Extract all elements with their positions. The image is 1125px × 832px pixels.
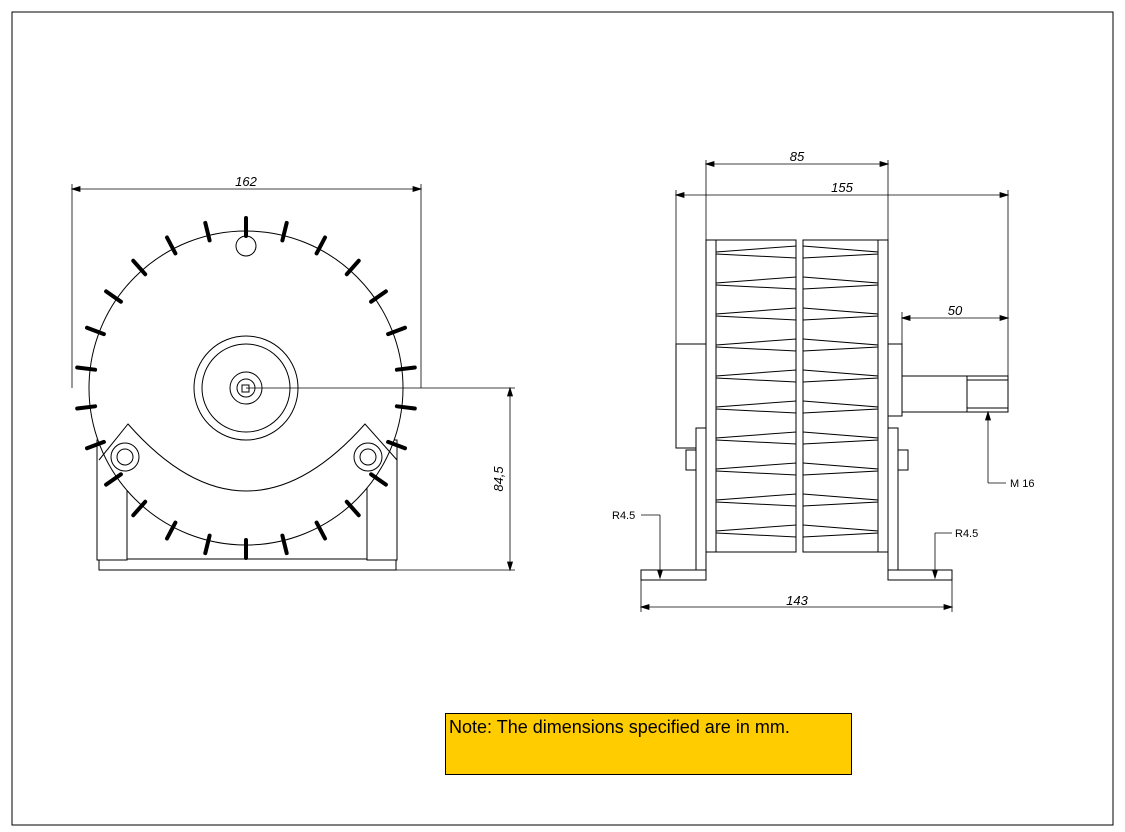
fin <box>394 365 417 372</box>
side-view <box>640 239 1009 581</box>
fin <box>85 325 106 337</box>
label-fillet-right: R4.5 <box>955 528 978 540</box>
mount-hole-right-inner <box>359 448 377 466</box>
fin <box>344 258 361 277</box>
bracket-wedge <box>98 423 398 492</box>
front-view <box>75 216 417 571</box>
thread-section <box>966 375 1009 413</box>
mount-hole-left-inner <box>116 448 134 466</box>
side-dimensions <box>639 160 1010 612</box>
fin <box>85 439 106 451</box>
side-fin <box>715 462 797 476</box>
side-fin <box>802 276 879 290</box>
front-dimensions <box>70 184 515 572</box>
side-fin <box>715 400 797 414</box>
side-fin <box>715 493 797 507</box>
side-fin <box>802 338 879 352</box>
mount-hole-right-outer <box>353 442 383 472</box>
dim-overall-width: 162 <box>235 174 257 189</box>
fin <box>104 289 123 304</box>
side-fin <box>715 338 797 352</box>
dim-shaft-length: 50 <box>948 303 963 318</box>
note-text: Note: The dimensions specified are in mm… <box>449 717 790 737</box>
bolt-right <box>897 449 909 471</box>
mount-hole-left-outer <box>110 442 140 472</box>
foot-right-horizontal <box>887 569 953 581</box>
sheet-border <box>11 11 1114 826</box>
shaft-key <box>241 384 250 393</box>
fin <box>386 325 407 337</box>
fin <box>394 404 417 411</box>
side-fin <box>802 369 879 383</box>
label-fillet-left: R4.5 <box>612 510 635 522</box>
fin <box>369 289 388 304</box>
foot-left-vertical <box>695 427 707 579</box>
front-base-plate <box>98 558 397 571</box>
fin <box>104 472 123 487</box>
fin <box>131 258 148 277</box>
cooling-fins <box>75 216 417 560</box>
label-thread: M 16 <box>1010 478 1034 490</box>
fin <box>203 533 212 556</box>
side-fin <box>715 524 797 538</box>
fin <box>280 533 289 556</box>
fin <box>280 220 289 243</box>
bolt-left <box>685 449 697 471</box>
fin <box>165 520 178 541</box>
side-fin <box>715 276 797 290</box>
fin <box>344 499 361 518</box>
dim-overall-length: 155 <box>831 180 853 195</box>
fin <box>386 439 407 451</box>
side-fin <box>802 307 879 321</box>
fin <box>314 520 327 541</box>
side-fin <box>802 245 879 259</box>
flange-plate <box>887 343 903 417</box>
fin <box>75 365 98 372</box>
dimension-note: Note: The dimensions specified are in mm… <box>445 713 852 775</box>
side-fin <box>802 431 879 445</box>
side-fins <box>715 245 879 538</box>
foot-right-vertical <box>887 427 899 579</box>
fin <box>203 220 212 243</box>
side-fin <box>715 245 797 259</box>
lifting-eye <box>235 235 257 257</box>
side-fin <box>715 431 797 445</box>
fin <box>314 235 327 256</box>
side-fin <box>802 400 879 414</box>
side-fin <box>715 307 797 321</box>
side-fin <box>802 524 879 538</box>
side-fin <box>802 462 879 476</box>
fin <box>369 472 388 487</box>
dim-body-length: 85 <box>790 149 805 164</box>
dim-foot-span: 143 <box>786 593 808 608</box>
fin <box>131 499 148 518</box>
side-fin <box>802 493 879 507</box>
fin <box>75 404 98 411</box>
foot-left-horizontal <box>640 569 707 581</box>
side-fin <box>715 369 797 383</box>
fin <box>165 235 178 256</box>
dim-shaft-height: 84,5 <box>491 466 506 492</box>
